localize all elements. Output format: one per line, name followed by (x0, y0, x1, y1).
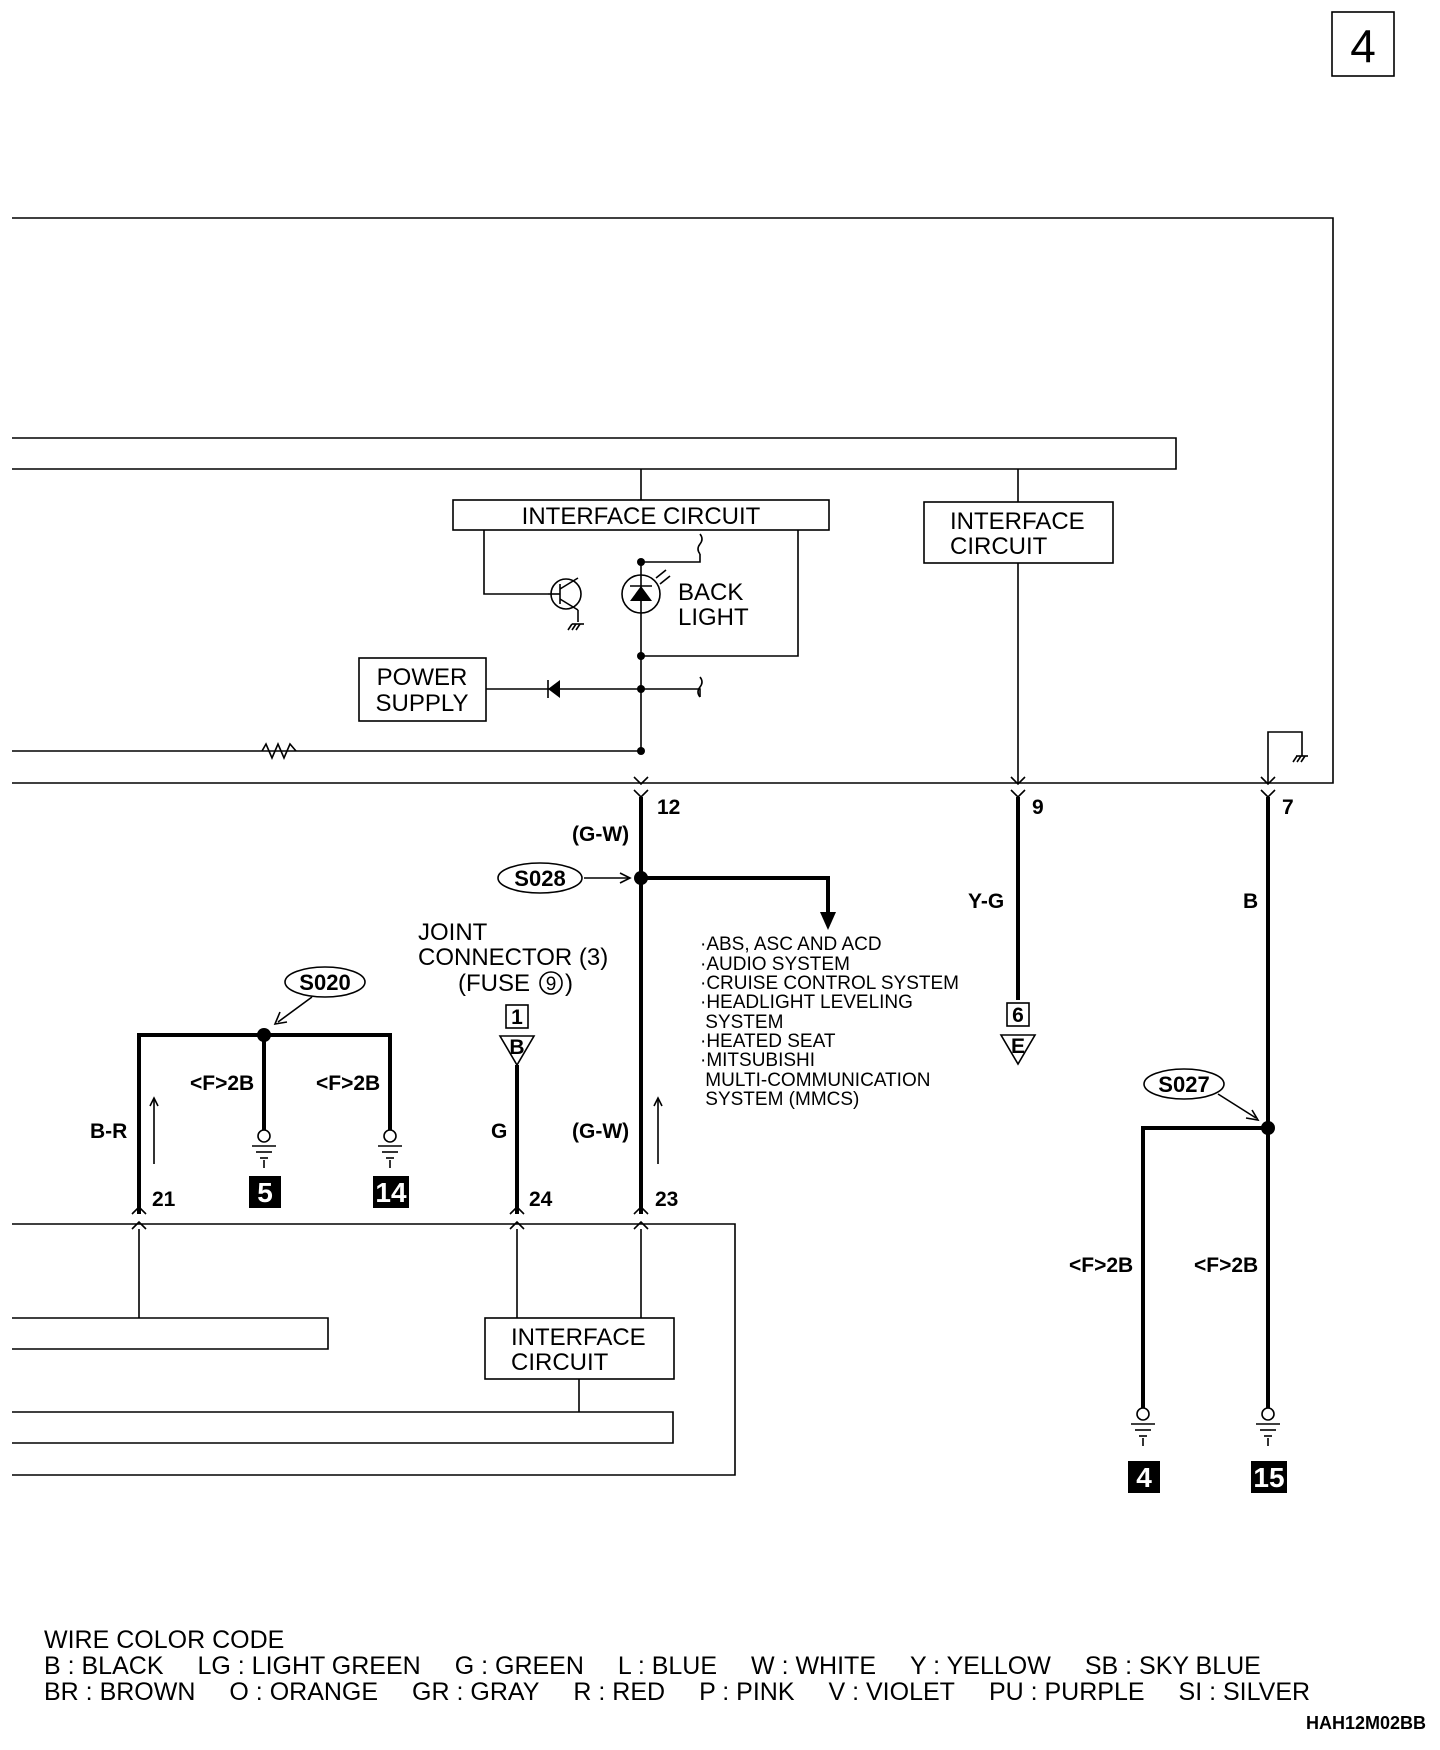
wire-label-g: G (491, 1120, 507, 1143)
chassis-ground-icon (1267, 731, 1308, 783)
ground-ref-5: 5 (257, 1177, 273, 1208)
legend-item: BR : BROWN (44, 1678, 196, 1706)
legend-row-1: B : BLACK LG : LIGHT GREEN G : GREEN L :… (44, 1653, 1404, 1679)
pin-9: 9 (1032, 796, 1044, 819)
connector-marks-lower (131, 1205, 649, 1230)
ground-ref-f2b: <F>2B (1194, 1254, 1258, 1277)
back-light-label-2: LIGHT (678, 604, 749, 631)
resistor-symbol (261, 741, 297, 761)
systems-list-item: ·CRUISE CONTROL SYSTEM (700, 973, 959, 994)
ground-symbol-15: 15 (1251, 1407, 1287, 1493)
splice-s020: S020 (137, 966, 392, 1214)
legend-item: G : GREEN (454, 1652, 584, 1680)
legend-title: WIRE COLOR CODE (44, 1626, 285, 1654)
joint-connector-label-3a: (FUSE (458, 970, 530, 997)
wire-label-b-r: B-R (90, 1120, 127, 1143)
wire-color-legend: WIRE COLOR CODE B : BLACK LG : LIGHT GRE… (44, 1627, 1404, 1705)
back-light-label-1: BACK (678, 579, 743, 606)
connector-marks-upper (633, 776, 1276, 799)
fuse-number-icon: 9 (546, 974, 557, 995)
legend-item: B : BLACK (44, 1652, 164, 1680)
ground-ref-15: 15 (1253, 1462, 1284, 1493)
legend-item: SB : SKY BLUE (1084, 1652, 1261, 1680)
power-supply-label-1: POWER (377, 664, 468, 691)
pin-12: 12 (657, 796, 680, 819)
pin-7: 7 (1282, 796, 1294, 819)
interface-circuit-top: INTERFACE CIRCUIT (452, 469, 830, 657)
transistor-symbol (548, 577, 584, 631)
connector-b1-number: 1 (511, 1006, 523, 1029)
systems-list-item: MULTI-COMMUNICATION (700, 1070, 930, 1091)
legend-item: SI : SILVER (1178, 1678, 1311, 1706)
pin-23: 23 (655, 1188, 678, 1211)
pin-24: 24 (529, 1188, 553, 1211)
joint-connector-3: JOINT CONNECTOR (3) (FUSE 9 ) 1 B (418, 919, 608, 1067)
systems-list-item: ·MITSUBISHI (700, 1050, 815, 1071)
legend-item: O : ORANGE (229, 1678, 379, 1706)
systems-list: ·ABS, ASC AND ACD ·AUDIO SYSTEM ·CRUISE … (700, 934, 959, 1110)
power-supply-label-2: SUPPLY (376, 690, 469, 717)
pin-21: 21 (152, 1188, 176, 1211)
wire-label-g-w-upper: (G-W) (572, 823, 629, 846)
connector-e6-number: 6 (1012, 1004, 1024, 1027)
legend-row-2: BR : BROWN O : ORANGE GR : GRAY R : RED … (44, 1679, 1404, 1705)
interface-circuit-bottom-label-1: INTERFACE (511, 1324, 646, 1351)
systems-list-item: ·ABS, ASC AND ACD (700, 934, 882, 955)
ground-ref-f2b: <F>2B (1069, 1254, 1133, 1277)
interface-circuit-right-label-1: INTERFACE (950, 508, 1085, 535)
ground-ref-4: 4 (1136, 1462, 1152, 1493)
splice-s027: S027 (1141, 1068, 1275, 1408)
splice-s028: S028 (497, 862, 836, 930)
splice-s027-label: S027 (1158, 1072, 1209, 1097)
connector-b1-letter: B (509, 1036, 524, 1059)
interface-circuit-right-label-2: CIRCUIT (950, 533, 1048, 560)
ground-symbol-14: 14 (373, 1129, 409, 1208)
wire-label-y-g: Y-G (968, 890, 1004, 913)
interface-circuit-bottom-label-2: CIRCUIT (511, 1349, 609, 1376)
legend-item: GR : GRAY (412, 1678, 540, 1706)
interface-circuit-right: INTERFACE CIRCUIT (923, 469, 1114, 783)
legend-item: P : PINK (699, 1678, 795, 1706)
ground-symbol-5: 5 (249, 1129, 281, 1208)
power-supply: POWER SUPPLY (358, 657, 703, 755)
systems-list-item: ·HEATED SEAT (700, 1031, 836, 1052)
figure-code: HAH12M02BB (1306, 1713, 1427, 1733)
connector-e6: 6 E (999, 1002, 1037, 1066)
legend-item: L : BLUE (617, 1652, 718, 1680)
legend-item: PU : PURPLE (988, 1678, 1145, 1706)
ground-symbol-4: 4 (1128, 1407, 1160, 1493)
legend-item: Y : YELLOW (910, 1652, 1051, 1680)
ground-ref-f2b: <F>2B (190, 1072, 254, 1095)
legend-item: LG : LIGHT GREEN (197, 1652, 421, 1680)
systems-list-item: ·HEADLIGHT LEVELING (700, 992, 913, 1013)
interface-circuit-label: INTERFACE CIRCUIT (522, 503, 761, 530)
current-direction-arrows (149, 1096, 663, 1164)
splice-s020-label: S020 (299, 970, 350, 995)
page-number: 4 (1350, 20, 1376, 72)
systems-list-item: ·AUDIO SYSTEM (700, 954, 850, 975)
wire-label-g-w-lower: (G-W) (572, 1120, 629, 1143)
ground-ref-f2b: <F>2B (316, 1072, 380, 1095)
backlight-led-symbol: BACK LIGHT (621, 533, 749, 751)
lower-component-outline: INTERFACE CIRCUIT (12, 1223, 736, 1476)
joint-connector-label-1: JOINT (418, 919, 488, 946)
splice-s028-label: S028 (514, 866, 565, 891)
systems-list-item: SYSTEM (700, 1012, 783, 1033)
joint-connector-label-2: CONNECTOR (3) (418, 944, 608, 971)
wire-label-b: B (1243, 890, 1258, 913)
page-number-box: 4 (1331, 11, 1395, 77)
upper-component-outline (12, 217, 1334, 784)
legend-item: W : WHITE (751, 1652, 877, 1680)
legend-item: V : VIOLET (828, 1678, 955, 1706)
systems-list-item: SYSTEM (MMCS) (700, 1089, 859, 1110)
connector-e6-letter: E (1011, 1035, 1025, 1058)
legend-item: R : RED (573, 1678, 666, 1706)
joint-connector-label-3b: ) (565, 970, 573, 997)
ground-ref-14: 14 (375, 1177, 407, 1208)
